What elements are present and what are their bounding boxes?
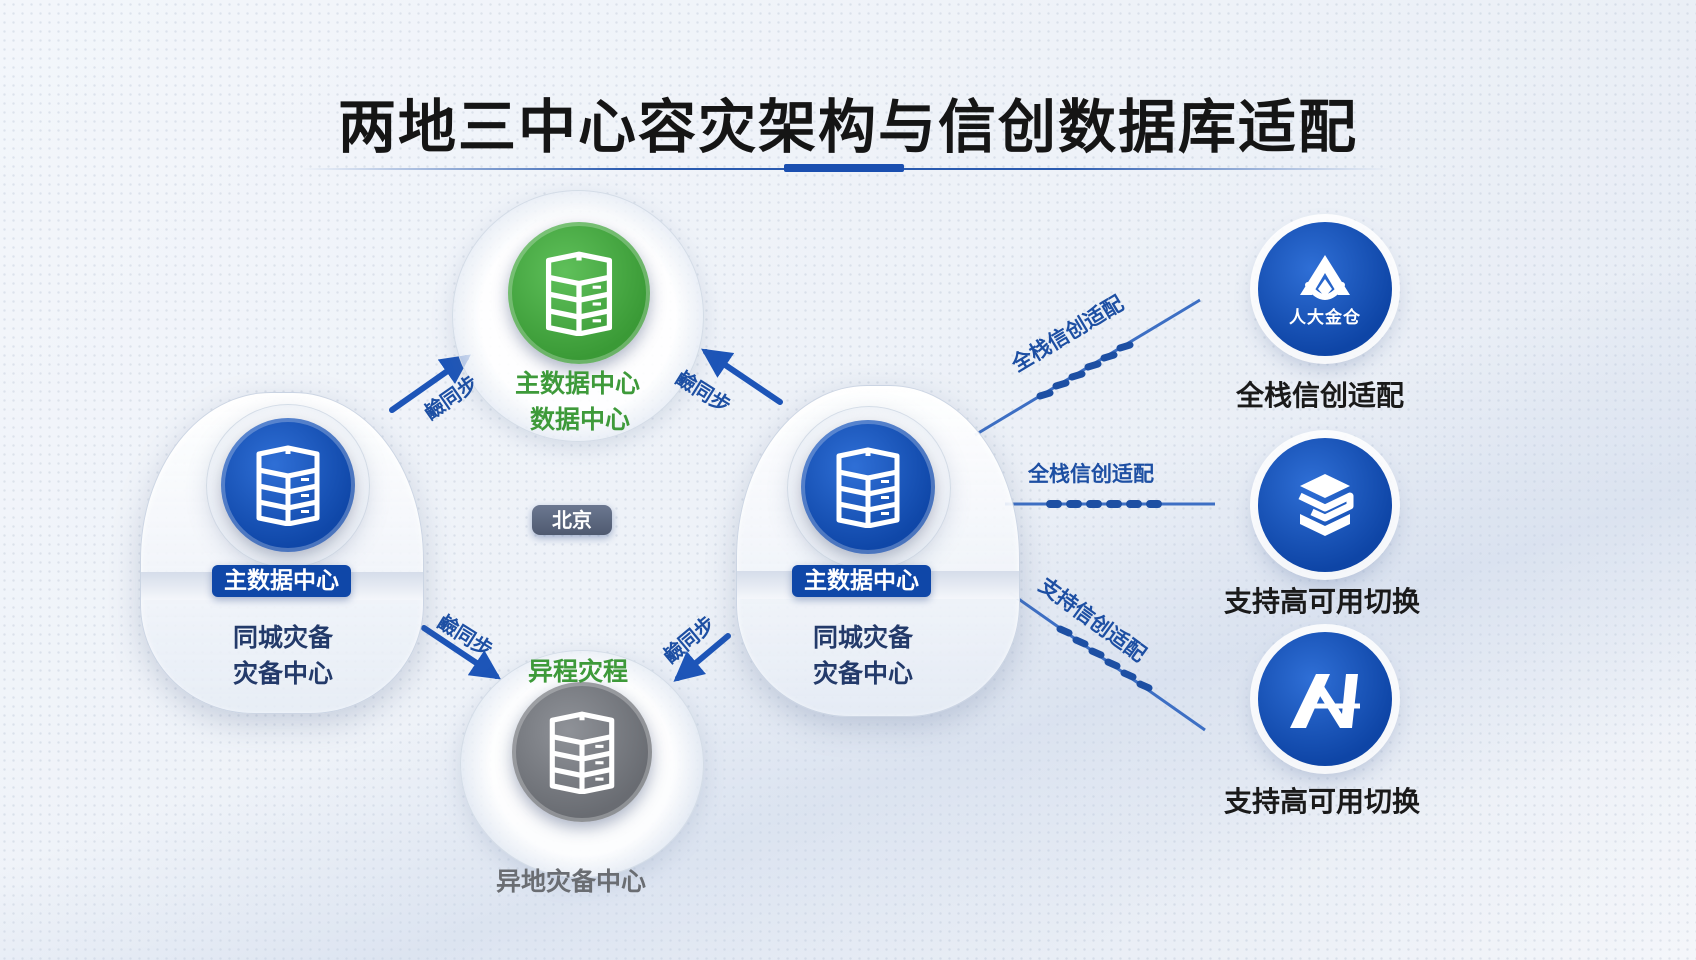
right-center-line1: 同城灾备: [812, 623, 913, 652]
top-center-line2: 数据中心: [530, 405, 631, 434]
bottom-center-label: 异地灾备中心: [496, 867, 647, 896]
right-center-node[interactable]: [801, 420, 935, 554]
page-title: 两地三中心容灾架构与信创数据库适配: [337, 93, 1358, 161]
server-icon: [836, 447, 900, 528]
kingbase-logo-icon: [1300, 254, 1350, 300]
right-center-line2: 灾备中心: [812, 659, 913, 688]
left-center-node[interactable]: [221, 418, 355, 552]
top-center-node[interactable]: [508, 222, 650, 364]
top-center-line1: 主数据中心: [515, 369, 641, 398]
database-label-1: 支持高可用切换: [1224, 585, 1421, 618]
left-center-line2: 灾备中心: [232, 659, 333, 688]
database-label-0: 全栈信创适配: [1236, 379, 1405, 412]
database-label-2: 支持高可用切换: [1224, 785, 1421, 818]
db-link-top-ticks: [1036, 341, 1134, 400]
sync-arrow-upper-right: [701, 348, 783, 405]
n-logo-icon: [1290, 674, 1360, 728]
bottom-center-node[interactable]: [512, 682, 652, 822]
sync-arrow-lower-left: [421, 625, 501, 680]
db-link-label-middle: 全栈信创适配: [1028, 462, 1154, 486]
server-icon: [545, 251, 613, 336]
bottom-center-sync-label: 异程灾程: [528, 657, 629, 686]
db-link-bottom-ticks: [1056, 625, 1153, 692]
database-logo-stacked-s[interactable]: [1258, 438, 1392, 572]
server-icon: [256, 445, 320, 526]
server-icon: [549, 711, 615, 794]
left-center-badge: 主数据中心: [212, 565, 351, 597]
database-logo-text: 人大金仓: [1289, 307, 1361, 328]
sync-arrow-upper-left: [389, 354, 471, 413]
right-center-badge: 主数据中心: [792, 565, 931, 597]
sync-arrow-lower-right: [673, 633, 731, 682]
stacked-s-logo-icon: [1298, 474, 1354, 536]
database-logo-kingbase[interactable]: 人大金仓: [1258, 222, 1392, 356]
title-accent-bar: [784, 164, 904, 172]
database-logo-n[interactable]: [1258, 632, 1392, 766]
left-center-line1: 同城灾备: [232, 623, 333, 652]
location-badge: 北京: [532, 505, 612, 535]
